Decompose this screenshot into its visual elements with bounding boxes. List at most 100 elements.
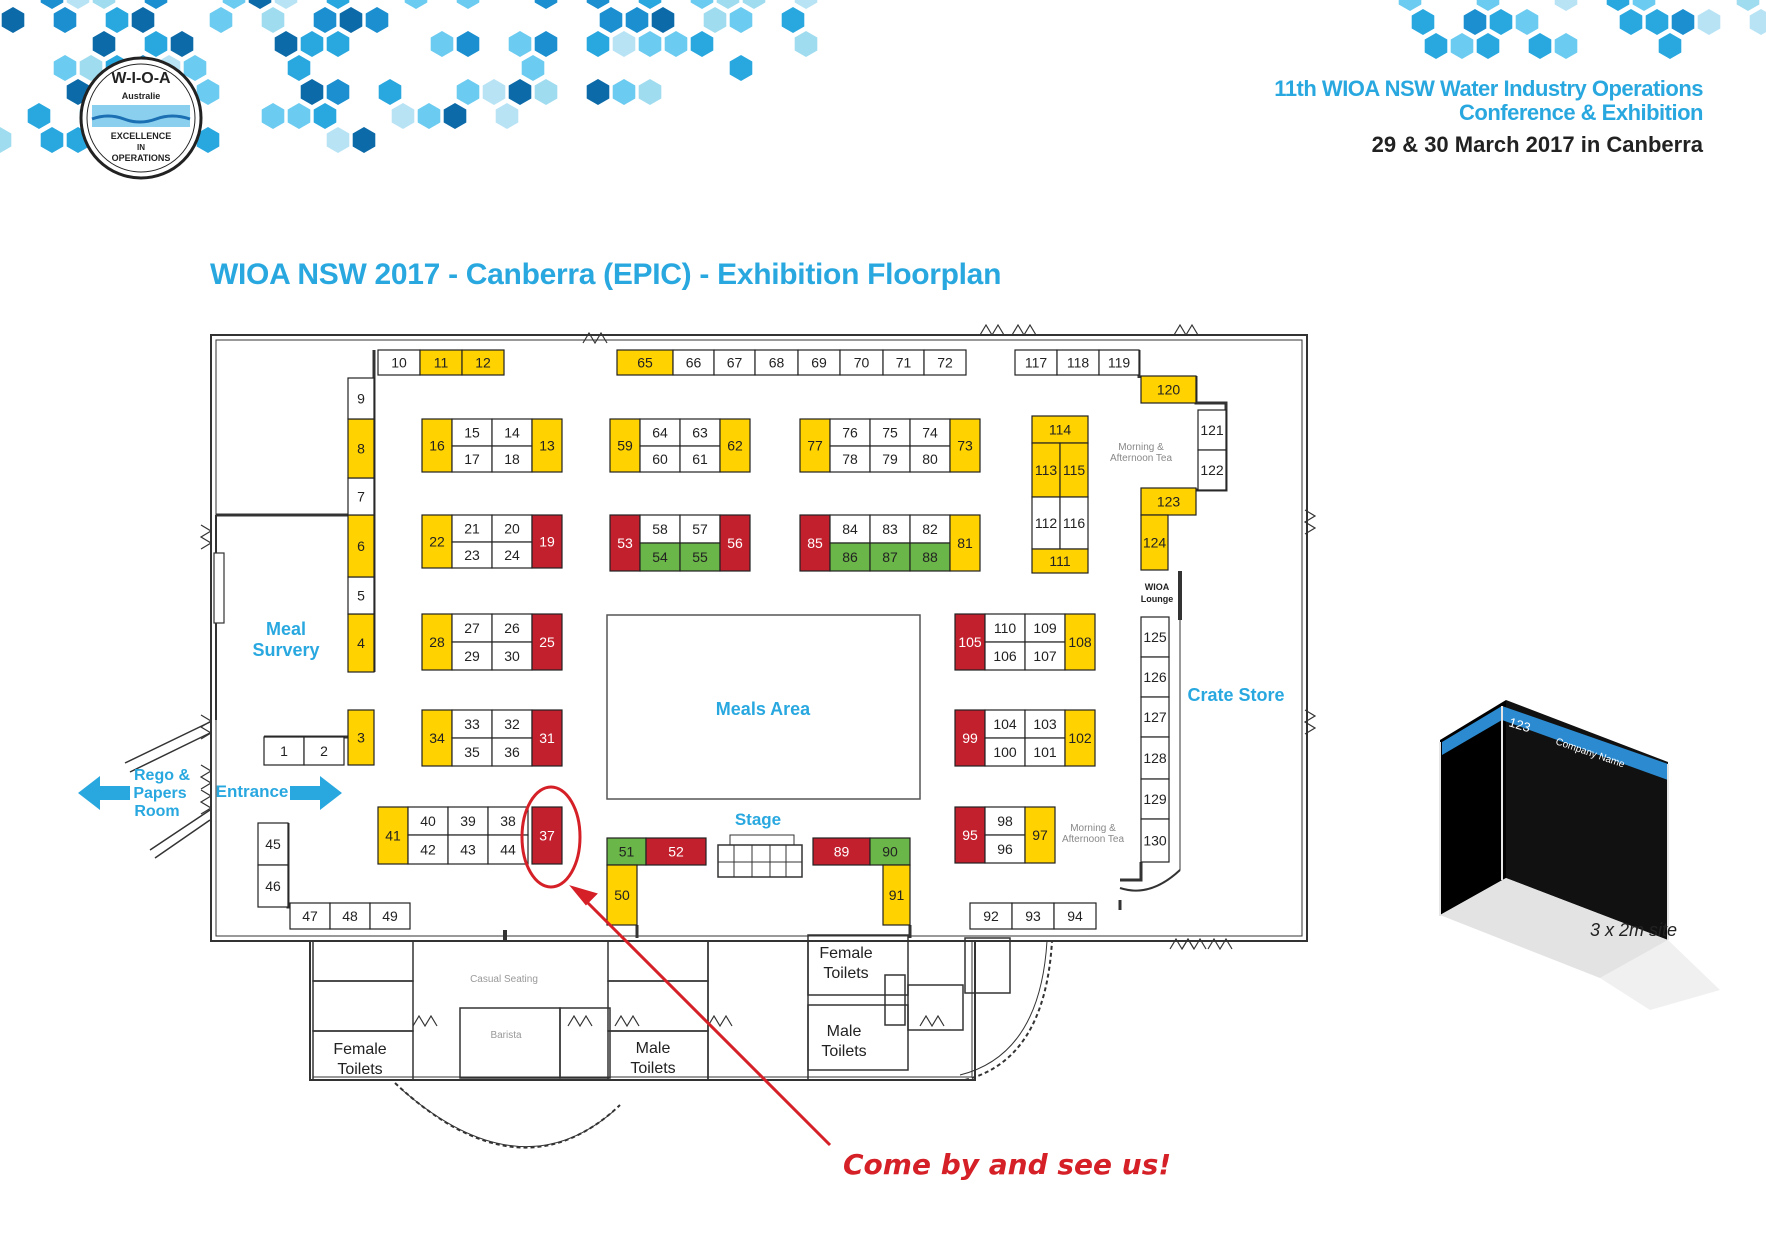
booth-54[interactable]: 54 bbox=[639, 542, 681, 572]
booth-101[interactable]: 101 bbox=[1024, 737, 1066, 767]
booth-55[interactable]: 55 bbox=[679, 542, 721, 572]
booth-91[interactable]: 91 bbox=[882, 864, 911, 926]
booth-86[interactable]: 86 bbox=[829, 542, 871, 572]
booth-84[interactable]: 84 bbox=[829, 514, 871, 544]
booth-68[interactable]: 68 bbox=[754, 349, 799, 376]
booth-45[interactable]: 45 bbox=[257, 822, 289, 866]
booth-20[interactable]: 20 bbox=[491, 514, 533, 543]
booth-51[interactable]: 51 bbox=[606, 837, 647, 866]
booth-10[interactable]: 10 bbox=[377, 349, 421, 376]
booth-76[interactable]: 76 bbox=[829, 418, 871, 447]
booth-75[interactable]: 75 bbox=[869, 418, 911, 447]
booth-117[interactable]: 117 bbox=[1014, 349, 1058, 376]
booth-9[interactable]: 9 bbox=[347, 377, 375, 420]
booth-50[interactable]: 50 bbox=[606, 864, 638, 926]
booth-89[interactable]: 89 bbox=[812, 837, 871, 866]
booth-14[interactable]: 14 bbox=[491, 418, 533, 447]
booth-23[interactable]: 23 bbox=[451, 541, 493, 569]
booth-128[interactable]: 128 bbox=[1140, 736, 1170, 780]
booth-30[interactable]: 30 bbox=[491, 641, 533, 671]
booth-47[interactable]: 47 bbox=[289, 902, 331, 930]
booth-5[interactable]: 5 bbox=[347, 576, 375, 615]
booth-115[interactable]: 115 bbox=[1059, 442, 1089, 498]
booth-40[interactable]: 40 bbox=[407, 806, 449, 836]
booth-42[interactable]: 42 bbox=[407, 834, 449, 865]
booth-48[interactable]: 48 bbox=[329, 902, 371, 930]
booth-92[interactable]: 92 bbox=[969, 902, 1013, 930]
booth-94[interactable]: 94 bbox=[1053, 902, 1097, 930]
booth-120[interactable]: 120 bbox=[1140, 375, 1197, 404]
booth-26[interactable]: 26 bbox=[491, 613, 533, 643]
booth-65[interactable]: 65 bbox=[616, 349, 674, 376]
booth-16[interactable]: 16 bbox=[421, 418, 453, 473]
booth-129[interactable]: 129 bbox=[1140, 778, 1170, 820]
booth-41[interactable]: 41 bbox=[377, 806, 409, 865]
booth-8[interactable]: 8 bbox=[347, 418, 375, 479]
booth-113[interactable]: 113 bbox=[1031, 442, 1061, 498]
booth-70[interactable]: 70 bbox=[839, 349, 884, 376]
booth-34[interactable]: 34 bbox=[421, 709, 453, 767]
booth-15[interactable]: 15 bbox=[451, 418, 493, 447]
booth-111[interactable]: 111 bbox=[1031, 548, 1089, 574]
booth-27[interactable]: 27 bbox=[451, 613, 493, 643]
booth-80[interactable]: 80 bbox=[909, 445, 951, 473]
booth-109[interactable]: 109 bbox=[1024, 613, 1066, 643]
booth-36[interactable]: 36 bbox=[491, 737, 533, 767]
booth-31[interactable]: 31 bbox=[531, 709, 563, 767]
booth-29[interactable]: 29 bbox=[451, 641, 493, 671]
booth-93[interactable]: 93 bbox=[1011, 902, 1055, 930]
booth-118[interactable]: 118 bbox=[1056, 349, 1100, 376]
booth-12[interactable]: 12 bbox=[461, 349, 505, 376]
booth-103[interactable]: 103 bbox=[1024, 709, 1066, 739]
booth-7[interactable]: 7 bbox=[347, 477, 375, 516]
booth-66[interactable]: 66 bbox=[672, 349, 715, 376]
booth-108[interactable]: 108 bbox=[1064, 613, 1096, 671]
booth-96[interactable]: 96 bbox=[984, 834, 1026, 864]
booth-33[interactable]: 33 bbox=[451, 709, 493, 739]
booth-35[interactable]: 35 bbox=[451, 737, 493, 767]
booth-18[interactable]: 18 bbox=[491, 445, 533, 473]
booth-32[interactable]: 32 bbox=[491, 709, 533, 739]
booth-61[interactable]: 61 bbox=[679, 445, 721, 473]
booth-87[interactable]: 87 bbox=[869, 542, 911, 572]
booth-62[interactable]: 62 bbox=[719, 418, 751, 473]
booth-59[interactable]: 59 bbox=[609, 418, 641, 473]
booth-28[interactable]: 28 bbox=[421, 613, 453, 671]
booth-82[interactable]: 82 bbox=[909, 514, 951, 544]
booth-77[interactable]: 77 bbox=[799, 418, 831, 473]
booth-73[interactable]: 73 bbox=[949, 418, 981, 473]
booth-106[interactable]: 106 bbox=[984, 641, 1026, 671]
booth-22[interactable]: 22 bbox=[421, 514, 453, 569]
booth-39[interactable]: 39 bbox=[447, 806, 489, 836]
booth-3[interactable]: 3 bbox=[347, 709, 375, 766]
booth-127[interactable]: 127 bbox=[1140, 696, 1170, 738]
booth-122[interactable]: 122 bbox=[1197, 449, 1227, 491]
booth-79[interactable]: 79 bbox=[869, 445, 911, 473]
booth-125[interactable]: 125 bbox=[1140, 616, 1170, 658]
booth-116[interactable]: 116 bbox=[1059, 496, 1089, 550]
booth-24[interactable]: 24 bbox=[491, 541, 533, 569]
booth-13[interactable]: 13 bbox=[531, 418, 563, 473]
booth-119[interactable]: 119 bbox=[1098, 349, 1140, 376]
booth-110[interactable]: 110 bbox=[984, 613, 1026, 643]
booth-100[interactable]: 100 bbox=[984, 737, 1026, 767]
booth-72[interactable]: 72 bbox=[923, 349, 967, 376]
booth-90[interactable]: 90 bbox=[869, 837, 911, 866]
booth-88[interactable]: 88 bbox=[909, 542, 951, 572]
booth-104[interactable]: 104 bbox=[984, 709, 1026, 739]
booth-58[interactable]: 58 bbox=[639, 514, 681, 544]
booth-21[interactable]: 21 bbox=[451, 514, 493, 543]
booth-121[interactable]: 121 bbox=[1197, 409, 1227, 451]
booth-11[interactable]: 11 bbox=[419, 349, 463, 376]
booth-102[interactable]: 102 bbox=[1064, 709, 1096, 767]
booth-43[interactable]: 43 bbox=[447, 834, 489, 865]
booth-17[interactable]: 17 bbox=[451, 445, 493, 473]
booth-99[interactable]: 99 bbox=[954, 709, 986, 767]
booth-112[interactable]: 112 bbox=[1031, 496, 1061, 550]
booth-124[interactable]: 124 bbox=[1140, 514, 1169, 571]
booth-74[interactable]: 74 bbox=[909, 418, 951, 447]
booth-56[interactable]: 56 bbox=[719, 514, 751, 572]
booth-2[interactable]: 2 bbox=[303, 736, 345, 766]
booth-6[interactable]: 6 bbox=[347, 514, 375, 578]
booth-83[interactable]: 83 bbox=[869, 514, 911, 544]
